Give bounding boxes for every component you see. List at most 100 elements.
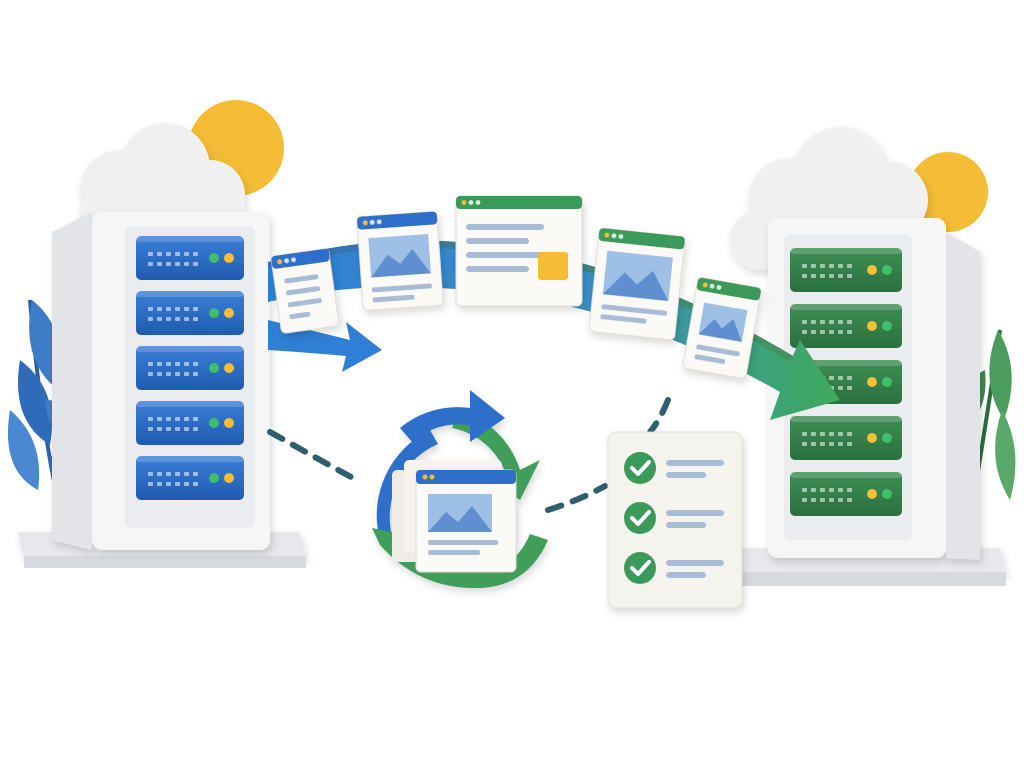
vent-slot	[157, 427, 162, 431]
vent-slot	[802, 488, 807, 492]
vent-slot	[811, 264, 816, 268]
window-header	[598, 228, 685, 250]
vent-slot	[157, 372, 162, 376]
vent-slot	[820, 432, 825, 436]
status-led-icon	[224, 363, 234, 373]
vent-slot	[157, 472, 162, 476]
vent-slot	[811, 320, 816, 324]
vent-slot	[166, 317, 171, 321]
document-window	[588, 227, 686, 341]
status-led-icon	[209, 473, 219, 483]
window-header	[357, 211, 438, 230]
vent-slot	[829, 498, 834, 502]
status-led-icon	[224, 473, 234, 483]
status-led-icon	[209, 308, 219, 318]
vent-slot	[148, 317, 153, 321]
vent-slot	[838, 442, 843, 446]
vent-slot	[847, 376, 852, 380]
vent-slot	[820, 488, 825, 492]
vent-slot	[148, 262, 153, 266]
destination-server-group	[726, 127, 1016, 586]
vent-slot	[175, 262, 180, 266]
vent-slot	[820, 320, 825, 324]
vent-slot	[166, 482, 171, 486]
vent-slot	[820, 498, 825, 502]
vent-slot	[175, 472, 180, 476]
vent-slot	[184, 472, 189, 476]
vent-slot	[802, 498, 807, 502]
status-led-icon	[867, 377, 877, 387]
vent-slot	[193, 427, 198, 431]
check-row	[624, 552, 724, 584]
vent-slot	[802, 330, 807, 334]
vent-slot	[193, 252, 198, 256]
status-led-icon	[882, 433, 892, 443]
vent-slot	[157, 417, 162, 421]
vent-slot	[157, 317, 162, 321]
status-led-icon	[882, 377, 892, 387]
vent-slot	[838, 386, 843, 390]
vent-slot	[157, 262, 162, 266]
server-unit	[136, 456, 244, 500]
vent-slot	[829, 488, 834, 492]
sync-cycle-icon	[372, 390, 548, 589]
vent-slot	[175, 252, 180, 256]
vent-slot	[157, 362, 162, 366]
vent-slot	[175, 427, 180, 431]
vent-slot	[148, 482, 153, 486]
source-server-group	[7, 100, 306, 568]
vent-slot	[838, 264, 843, 268]
vent-slot	[193, 362, 198, 366]
vent-slot	[157, 252, 162, 256]
document-window	[455, 195, 583, 307]
vent-slot	[838, 498, 843, 502]
validation-step	[607, 431, 743, 609]
check-row	[624, 452, 724, 484]
vent-slot	[175, 362, 180, 366]
vent-slot	[193, 262, 198, 266]
vent-slot	[175, 372, 180, 376]
vent-slot	[820, 442, 825, 446]
vent-slot	[175, 482, 180, 486]
vent-slot	[829, 274, 834, 278]
vent-slot	[166, 252, 171, 256]
vent-slot	[184, 307, 189, 311]
vent-slot	[184, 482, 189, 486]
vent-slot	[184, 372, 189, 376]
vent-slot	[157, 307, 162, 311]
check-icon	[624, 502, 656, 534]
sun-icon	[908, 152, 988, 232]
vent-slot	[148, 362, 153, 366]
vent-slot	[847, 386, 852, 390]
vent-slot	[811, 498, 816, 502]
vent-slot	[802, 442, 807, 446]
server-unit	[790, 472, 902, 516]
vent-slot	[193, 472, 198, 476]
vent-slot	[847, 498, 852, 502]
check-icon	[624, 452, 656, 484]
vent-slot	[175, 307, 180, 311]
documents-in-transit	[271, 195, 762, 379]
vent-slot	[166, 372, 171, 376]
vent-slot	[166, 472, 171, 476]
status-led-icon	[209, 418, 219, 428]
vent-slot	[184, 417, 189, 421]
server-unit	[790, 248, 902, 292]
vent-slot	[184, 427, 189, 431]
vent-slot	[820, 274, 825, 278]
vent-slot	[802, 432, 807, 436]
vent-slot	[175, 417, 180, 421]
window-header	[696, 277, 761, 301]
status-led-icon	[209, 363, 219, 373]
vent-slot	[193, 482, 198, 486]
document-window	[356, 211, 444, 311]
vent-slot	[184, 262, 189, 266]
source-server-units	[136, 236, 244, 500]
window-header	[456, 196, 582, 209]
vent-slot	[148, 372, 153, 376]
status-led-icon	[882, 321, 892, 331]
vent-slot	[811, 330, 816, 334]
vent-slot	[838, 330, 843, 334]
vent-slot	[802, 274, 807, 278]
